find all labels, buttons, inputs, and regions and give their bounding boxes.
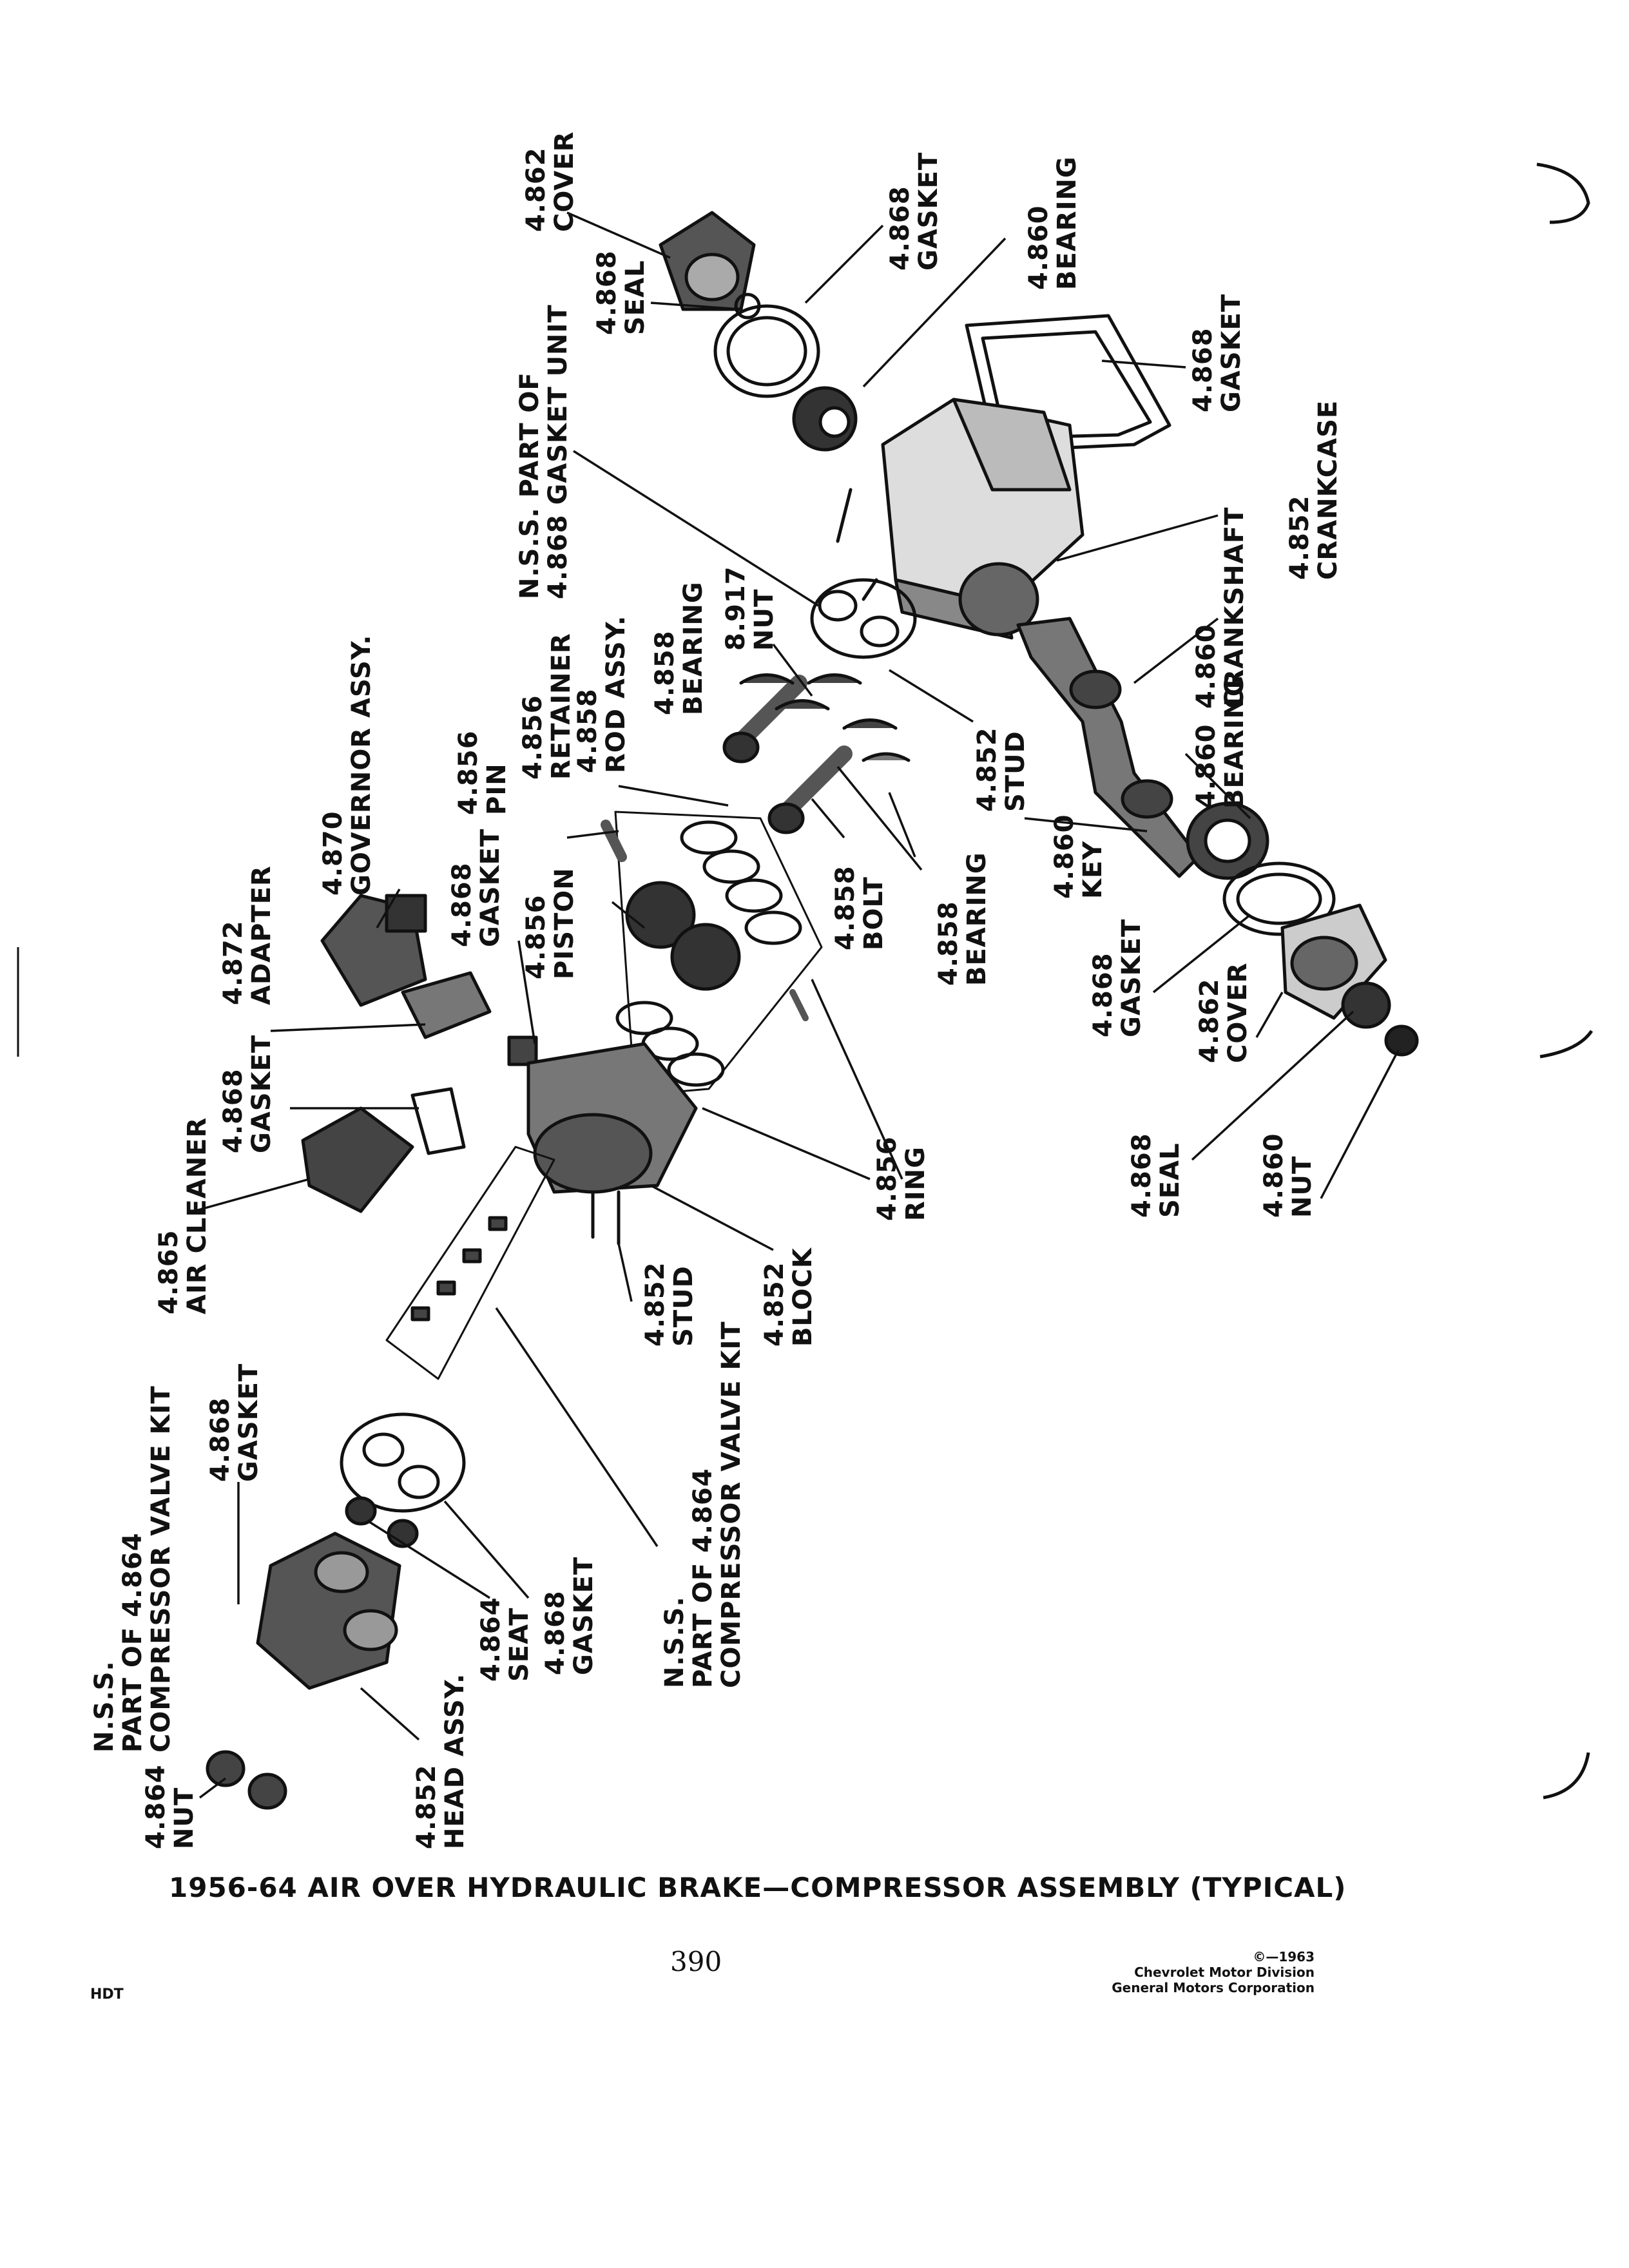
- pistons: [625, 881, 741, 991]
- section-code: HDT: [90, 1986, 124, 2003]
- head-gasket: [340, 1412, 466, 1513]
- governor-adapter: [401, 971, 492, 1039]
- piston-pin: [601, 820, 627, 862]
- rod-bolt: [789, 989, 809, 1021]
- page-number: 390: [670, 1946, 722, 1977]
- cylinder-head: [256, 1532, 401, 1690]
- cover-gasket-top: [713, 304, 820, 398]
- crankcase: [836, 398, 1084, 640]
- end-cover-rear: [1280, 903, 1387, 1020]
- crankshaft: [1016, 617, 1200, 878]
- valve-seat: [345, 1496, 377, 1526]
- main-bearing-top: [792, 386, 858, 452]
- head-nut: [206, 1750, 246, 1787]
- copyright-year: ©—1963: [1253, 1949, 1315, 1965]
- adapter-gasket: [507, 1035, 538, 1066]
- leader-lines: [193, 211, 1400, 1799]
- rod-cap-gasket: [810, 578, 917, 659]
- figure-caption: 1956-64 AIR OVER HYDRAULIC BRAKE—COMPRES…: [169, 1872, 1347, 1903]
- valve-kit-parts: [385, 1146, 555, 1380]
- end-cover-top: [659, 211, 761, 320]
- main-bearing-lower: [1186, 802, 1269, 880]
- piston-rings: [614, 811, 823, 1097]
- margin-marks: [17, 162, 1594, 1800]
- rear-nut: [1384, 1024, 1419, 1057]
- cover-gasket-rear: [1222, 861, 1336, 936]
- rear-seal: [1341, 981, 1391, 1029]
- connecting-rods: [722, 673, 911, 834]
- copyright-notice: ©—1963 Chevrolet Motor Division General …: [1070, 1949, 1315, 1995]
- air-cleaner: [301, 1087, 466, 1213]
- copyright-corporation: General Motors Corporation: [1112, 1980, 1315, 1995]
- copyright-division: Chevrolet Motor Division: [1134, 1965, 1315, 1980]
- head-nut: [247, 1773, 287, 1810]
